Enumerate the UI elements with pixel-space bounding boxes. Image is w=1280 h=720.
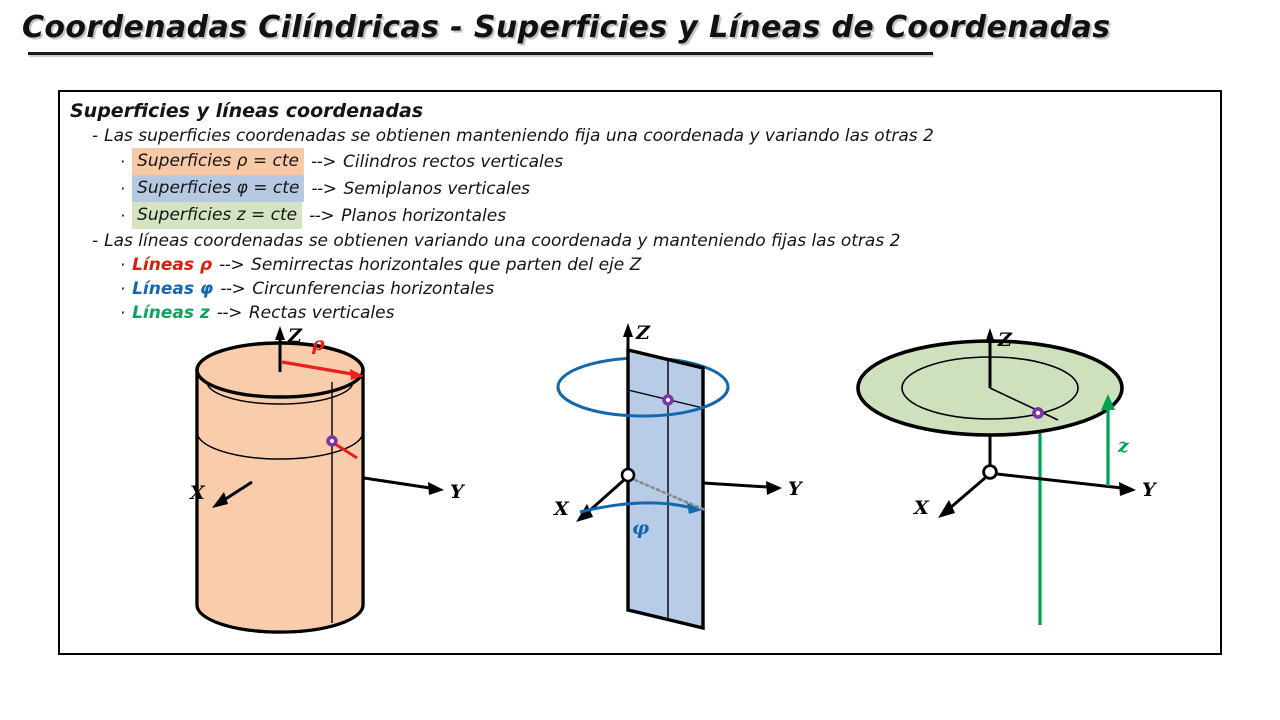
axis-x-label: X — [553, 498, 570, 520]
axis-x-label: X — [913, 497, 930, 519]
axis-y-label: Y — [450, 481, 466, 503]
bullet-lines: -Las líneas coordenadas se obtienen vari… — [70, 229, 1210, 253]
dot-marker: · — [120, 303, 126, 322]
rho-arrow-head — [350, 369, 364, 380]
origin-marker — [620, 467, 636, 483]
surface-item-phi: · Superficies φ = cte --> Semiplanos ver… — [70, 175, 1210, 202]
surface-rho-highlight: Superficies ρ = cte — [132, 148, 304, 175]
arrow-glyph: --> — [216, 303, 243, 323]
halfplane-surface — [626, 347, 705, 631]
surface-z-result: Planos horizontales — [341, 205, 507, 226]
rho-measure-label: ρ — [311, 333, 325, 355]
origin-marker — [982, 464, 998, 480]
dot-marker: · — [120, 151, 126, 171]
dash-marker: - — [92, 231, 99, 251]
line-rho-label: Líneas ρ — [132, 255, 213, 275]
arrow-glyph: --> — [311, 178, 337, 199]
text-block: Superficies y líneas coordenadas -Las su… — [70, 98, 1210, 325]
axis-z-label: Z — [635, 322, 651, 344]
axis-y-line — [363, 476, 431, 490]
line-item-z: · Líneas z --> Rectas verticales — [70, 301, 1210, 325]
content-panel: Superficies y líneas coordenadas -Las su… — [58, 90, 1222, 655]
line-phi-label: Líneas φ — [132, 279, 214, 299]
axis-y-label: Y — [788, 478, 804, 500]
axis-y-line — [996, 472, 1123, 490]
coordinate-point-center — [665, 397, 671, 403]
line-z-result: Rectas verticales — [248, 303, 395, 323]
coordinate-point-center — [329, 438, 335, 444]
title-underline — [28, 52, 933, 55]
section-heading: Superficies y líneas coordenadas — [70, 100, 424, 122]
cylinder-top-inner-rim — [206, 381, 354, 405]
bullet-lines-text: Las líneas coordenadas se obtienen varia… — [104, 231, 901, 251]
axis-z-label: Z — [287, 325, 303, 347]
z-measure-arrowhead — [1101, 394, 1115, 410]
surface-rho-result: Cilindros rectos verticales — [343, 151, 564, 172]
axis-z-arrowhead — [985, 328, 995, 343]
axis-x-label: X — [189, 482, 206, 504]
phi-circle-front — [556, 386, 730, 418]
axis-x-line — [587, 478, 625, 514]
surface-phi-highlight: Superficies φ = cte — [132, 175, 305, 202]
bullet-surfaces-text: Las superficies coordenadas se obtienen … — [104, 126, 934, 146]
figure-cylinder-rho: Z ρ Y X — [189, 325, 466, 634]
axis-z-arrowhead — [623, 323, 633, 337]
arrow-glyph: --> — [309, 205, 335, 226]
axis-z-label: Z — [997, 329, 1013, 351]
arrow-glyph: --> — [219, 255, 245, 275]
line-rho-result: Semirrectas horizontales que parten del … — [251, 255, 642, 275]
axis-x-arrowhead — [212, 492, 228, 508]
phi-arc — [579, 501, 693, 514]
axis-y-line — [702, 481, 769, 489]
coordinate-point-center — [1035, 410, 1041, 416]
surface-z-highlight: Superficies z = cte — [132, 202, 303, 229]
surface-item-z: · Superficies z = cte --> Planos horizon… — [70, 202, 1210, 229]
figure-halfplane-phi: Z X Y φ — [553, 322, 804, 631]
line-phi-result: Circunferencias horizontales — [252, 279, 495, 299]
phi-reference-dotted-line — [633, 478, 707, 512]
arrow-glyph: --> — [310, 151, 337, 172]
figure-disk-z: Z X Y z — [856, 328, 1158, 625]
line-z-label: Líneas z — [132, 303, 210, 323]
figures-row: Z ρ Y X — [60, 310, 1220, 650]
phi-measure-label: φ — [632, 517, 649, 539]
page-title-bar: Coordenadas Cilíndricas - Superficies y … — [22, 8, 1111, 56]
rho-arrow-line — [281, 360, 353, 376]
axis-x-arrowhead — [576, 504, 593, 522]
dash-marker: - — [92, 126, 99, 146]
axis-x-line — [949, 476, 986, 510]
axis-y-label: Y — [1142, 479, 1158, 501]
axis-y-arrowhead — [1119, 482, 1136, 496]
bullet-surfaces: -Las superficies coordenadas se obtienen… — [70, 124, 1210, 148]
disk-radius-line — [989, 387, 1059, 421]
page-title: Coordenadas Cilíndricas - Superficies y … — [22, 10, 1111, 45]
axis-y-arrowhead — [766, 481, 782, 495]
z-measure-label: z — [1117, 435, 1130, 457]
axis-z-arrowhead — [275, 326, 285, 340]
line-item-rho: · Líneas ρ --> Semirrectas horizontales … — [70, 253, 1210, 277]
dot-marker: · — [120, 279, 126, 298]
axis-y-arrowhead — [428, 482, 444, 495]
dot-marker: · — [120, 255, 126, 274]
arrow-glyph: --> — [220, 279, 246, 299]
axis-x-arrowhead — [938, 500, 955, 518]
line-item-phi: · Líneas φ --> Circunferencias horizonta… — [70, 277, 1210, 301]
dot-marker: · — [120, 205, 126, 225]
phi-arc-arrowhead — [687, 503, 702, 514]
cylinder-mid-circle — [196, 431, 364, 460]
dot-marker: · — [120, 178, 126, 198]
surface-item-rho: · Superficies ρ = cte --> Cilindros rect… — [70, 148, 1210, 175]
surface-phi-result: Semiplanos verticales — [343, 178, 531, 199]
axis-x-line — [223, 480, 253, 502]
